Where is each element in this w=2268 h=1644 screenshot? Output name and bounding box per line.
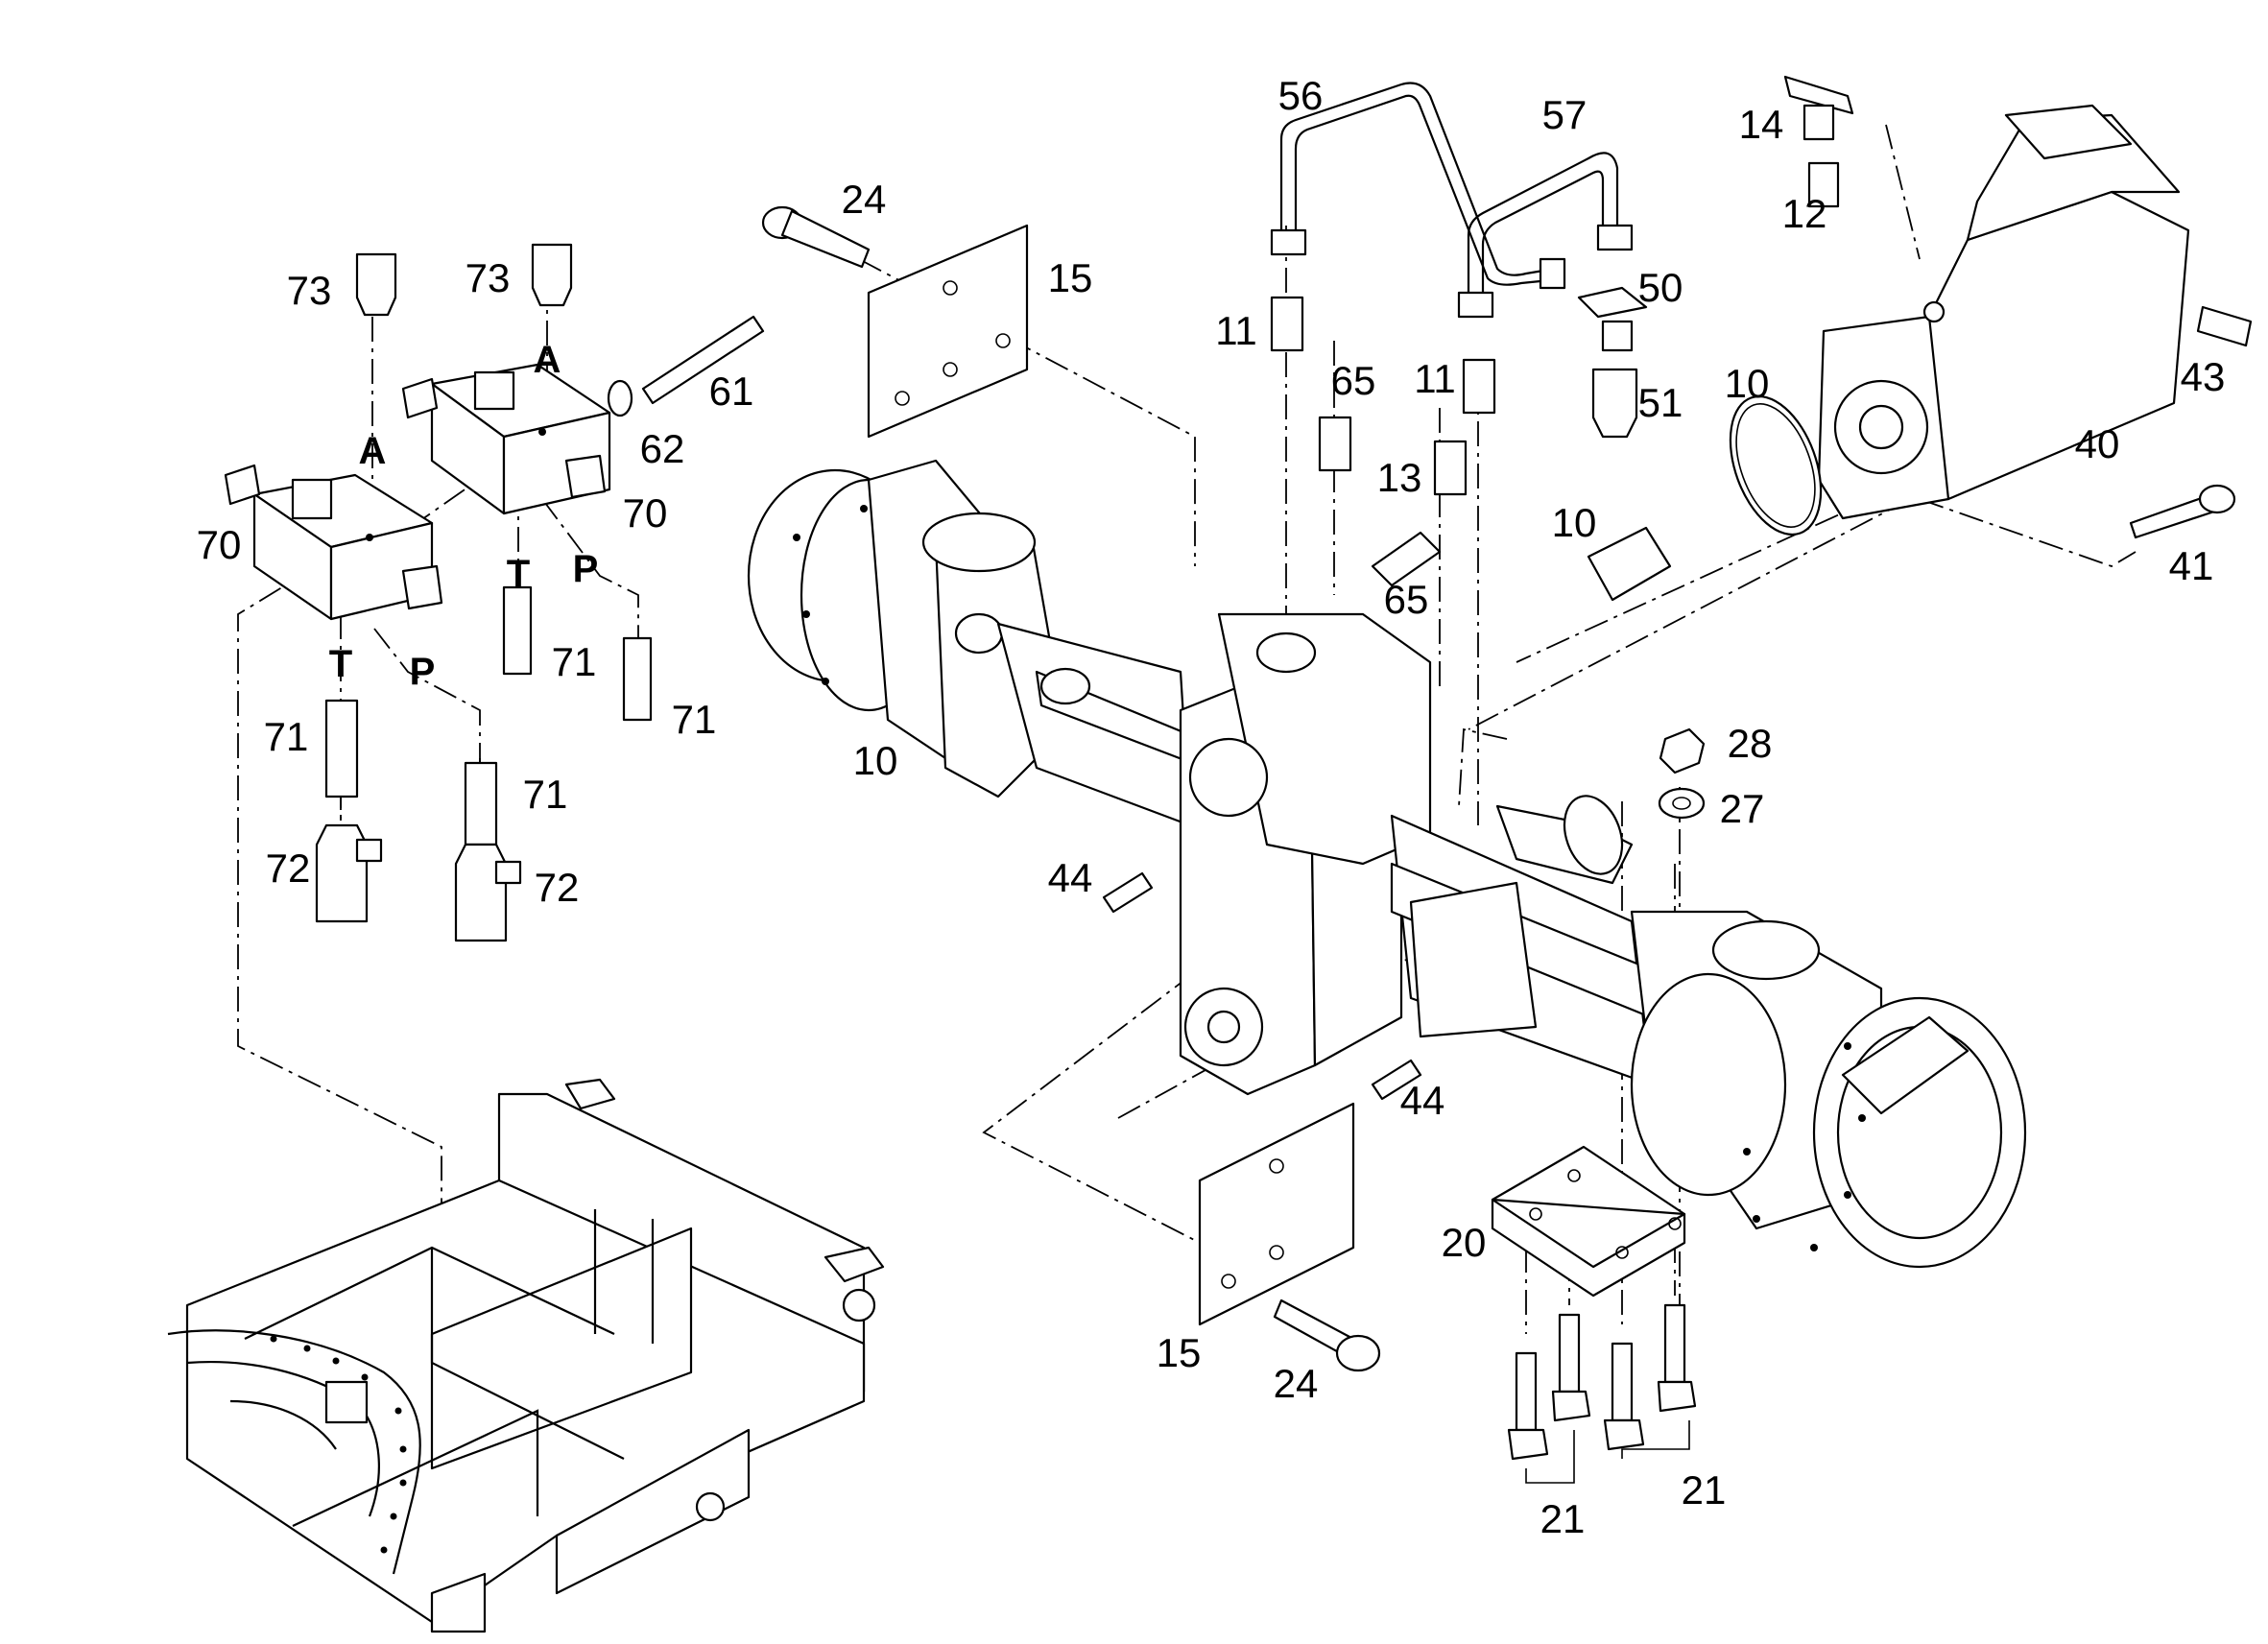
callout-11: 11 <box>1215 308 1257 353</box>
callout-73: 73 <box>465 255 511 300</box>
callout-44: 44 <box>1399 1078 1445 1123</box>
callout-10: 10 <box>1551 500 1597 545</box>
tee-50-fitting-51 <box>1577 286 1648 439</box>
fittings-11-13-65 <box>1270 296 1496 587</box>
callout-71: 71 <box>551 639 597 684</box>
axle-right-beam <box>1390 795 1653 1086</box>
plate-15-lower <box>1198 1102 1355 1326</box>
center-gearbox <box>1179 612 1432 1096</box>
callout-57: 57 <box>1541 92 1588 137</box>
axle-left-beam <box>996 622 1206 827</box>
callout-51: 51 <box>1637 380 1683 425</box>
chassis-frame <box>167 1078 885 1633</box>
callout-70: 70 <box>196 522 242 567</box>
fittings-left <box>315 243 765 942</box>
callout-71: 71 <box>671 697 717 742</box>
callout-15: 15 <box>1156 1330 1202 1375</box>
valve-block-lower <box>224 464 443 621</box>
callout-21: 21 <box>1681 1467 1727 1513</box>
callout-21: 21 <box>1540 1496 1586 1541</box>
axle-right-hub <box>1630 910 2027 1269</box>
bracket-20 <box>1491 1145 1686 1298</box>
fittings-14-12-43-41 <box>1783 75 2253 539</box>
port-label-t: T <box>506 553 531 595</box>
callout-14: 14 <box>1738 102 1784 147</box>
callout-43: 43 <box>2180 354 2226 399</box>
port-label-a: A <box>533 339 561 381</box>
callout-44: 44 <box>1047 855 1093 900</box>
callout-24: 24 <box>1273 1361 1319 1406</box>
port-label-a: A <box>358 430 387 472</box>
callout-24: 24 <box>841 177 887 222</box>
screw-24-upper <box>761 205 871 269</box>
bolts-21 <box>1507 1303 1697 1484</box>
axle-left-hub <box>747 459 1067 798</box>
fittings-44 <box>1102 871 1422 1101</box>
callout-27: 27 <box>1719 786 1765 831</box>
callout-70: 70 <box>622 490 668 536</box>
callout-41: 41 <box>2168 543 2214 588</box>
callout-65: 65 <box>1330 358 1376 403</box>
nut-washer-28-27 <box>1658 727 1706 820</box>
callout-71: 71 <box>263 714 309 759</box>
motor-40 <box>1817 104 2190 520</box>
port-label-p: P <box>409 651 436 693</box>
callout-12: 12 <box>1781 191 1827 236</box>
hub-bolts <box>793 505 1866 1251</box>
callout-20: 20 <box>1441 1220 1487 1265</box>
valve-block-upper <box>401 363 611 515</box>
callout-10: 10 <box>1724 361 1770 406</box>
callout-65: 65 <box>1383 577 1429 622</box>
gasket-10-and-spline <box>1587 394 1823 602</box>
callout-13: 13 <box>1376 455 1422 500</box>
frame-bolt-holes <box>270 1335 407 1554</box>
port-label-p: P <box>572 548 599 590</box>
callout-56: 56 <box>1277 73 1324 118</box>
callout-72: 72 <box>534 865 580 910</box>
callout-61: 61 <box>708 369 754 414</box>
callout-10: 10 <box>852 738 898 783</box>
callout-28: 28 <box>1727 721 1773 766</box>
callout-62: 62 <box>639 426 685 471</box>
screw-24-lower <box>1273 1299 1381 1372</box>
pipes-56-57 <box>1270 82 1634 319</box>
callout-72: 72 <box>265 846 311 891</box>
plate-15-upper <box>867 224 1029 439</box>
callout-15: 15 <box>1047 255 1093 300</box>
callout-50: 50 <box>1637 265 1683 310</box>
callout-71: 71 <box>522 772 568 817</box>
port-label-t: T <box>328 643 353 685</box>
callout-11: 11 <box>1414 356 1456 401</box>
callout-73: 73 <box>286 268 332 313</box>
callout-40: 40 <box>2074 421 2120 466</box>
